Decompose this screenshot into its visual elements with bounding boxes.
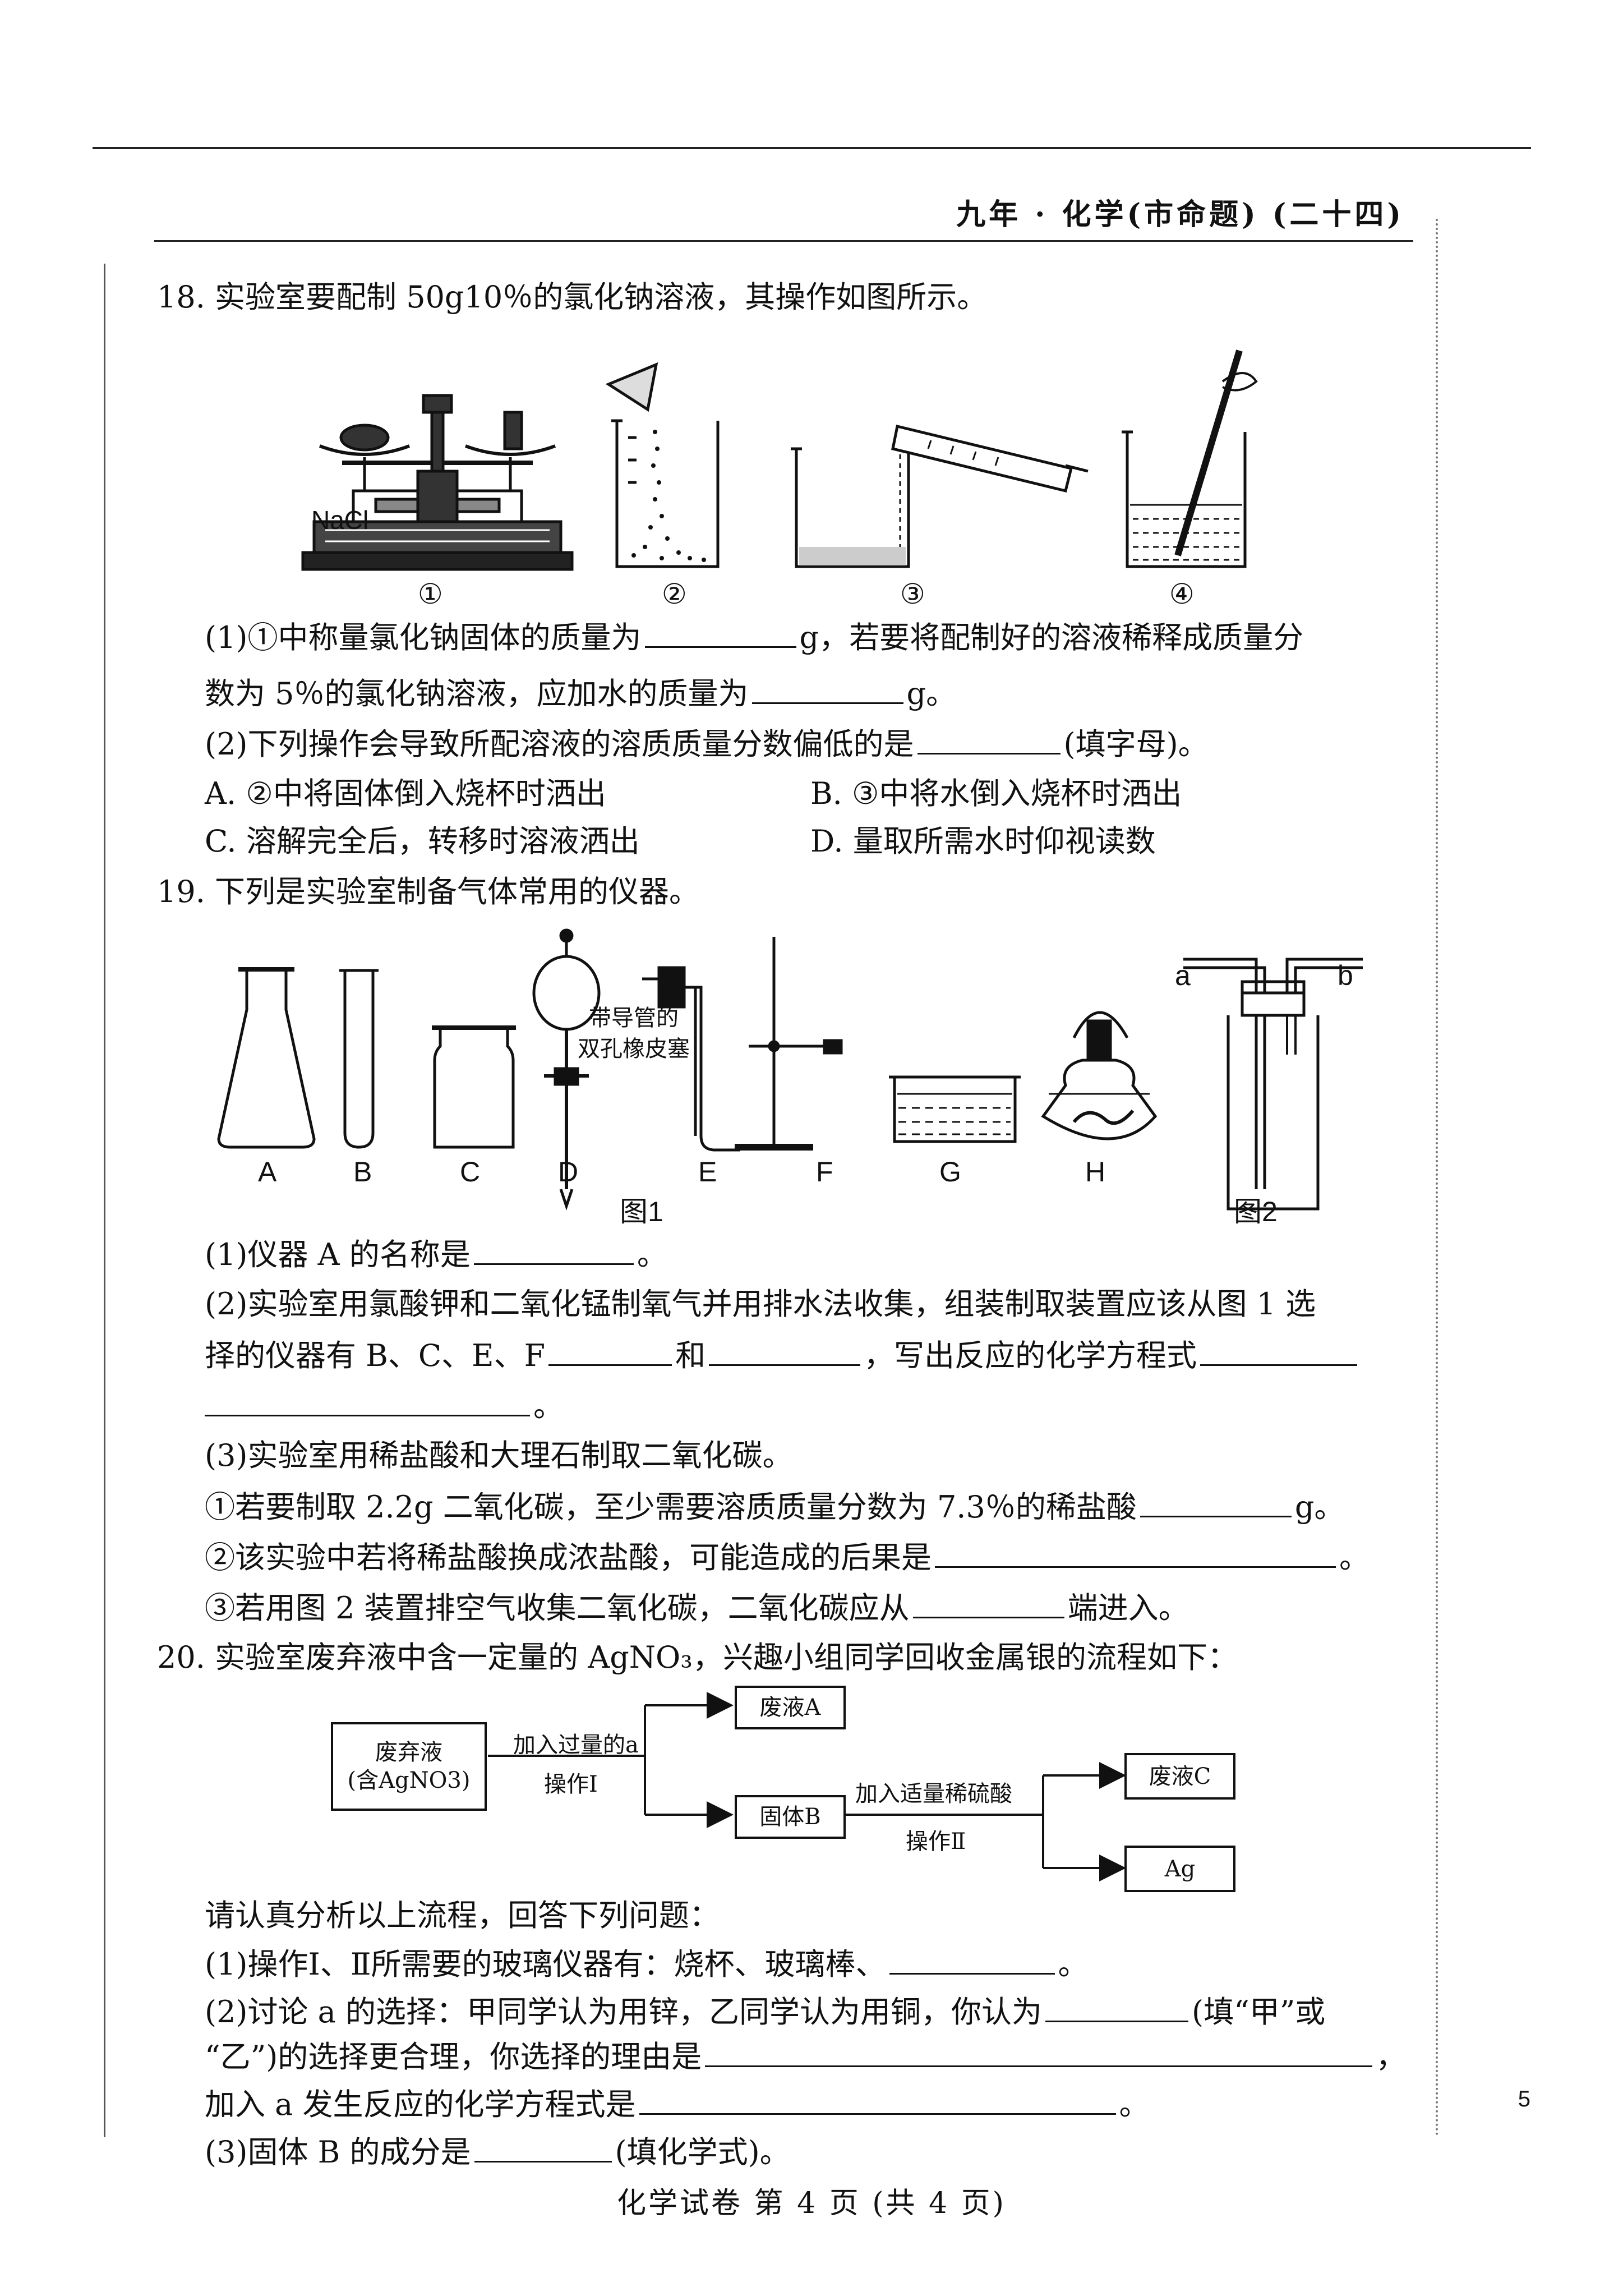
q19-part2-line1: (2)实验室用氯酸钾和二氧化锰制氧气并用排水法收集，组装制取装置应该从图 1 选 [205, 1286, 1316, 1322]
beaker-stir [1122, 349, 1258, 568]
q18-option-b: B. ③中将水倒入烧杯时洒出 [810, 776, 1182, 811]
q20-stem: 20. 实验室废弃液中含一定量的 AgNO₃，兴趣小组同学回收金属银的流程如下： [157, 1640, 1238, 1675]
q20-part2-line3: 加入 a 发生反应的化学方程式是。 [205, 2084, 1150, 2124]
q20-part2-line1: (2)讨论 a 的选择：甲同学认为用锌，乙同学认为用铜，你认为(填“甲”或 [205, 1991, 1325, 2032]
q19-part2-line3: 。 [205, 1386, 564, 1426]
answer-blank[interactable] [1200, 1335, 1358, 1366]
apparatus-d-label: D [558, 1156, 579, 1188]
q20-part1: (1)操作Ⅰ、Ⅱ所需要的玻璃仪器有：烧杯、玻璃棒、。 [205, 1944, 1089, 1984]
nacl-label: NaCl [311, 505, 369, 535]
answer-blank[interactable] [644, 617, 796, 648]
q19-part3-2: ②该实验中若将稀盐酸换成浓盐酸，可能造成的后果是。 [205, 1537, 1370, 1577]
answer-blank[interactable] [917, 724, 1061, 754]
apparatus-b-label: B [353, 1156, 372, 1188]
step-1-label: ① [418, 578, 443, 610]
port-a-label: a [1175, 960, 1191, 991]
q19-figure [217, 928, 1363, 1211]
figure-2-caption: 图2 [1234, 1196, 1278, 1227]
right-dotted-line [1436, 219, 1438, 2137]
answer-blank[interactable] [1140, 1487, 1292, 1517]
answer-blank[interactable] [548, 1335, 672, 1366]
flow-step1-reagent: 加入过量的a [513, 1732, 639, 1758]
q20-part3: (3)固体 B 的成分是(填化学式)。 [205, 2132, 790, 2172]
apparatus-h-label: H [1085, 1156, 1106, 1188]
answer-blank[interactable] [639, 2084, 1116, 2115]
answer-blank[interactable] [912, 1588, 1064, 1618]
q18-option-a: A. ②中将固体倒入烧杯时洒出 [205, 776, 606, 811]
conical-flask-shape [217, 970, 316, 1149]
apparatus-a-label: A [258, 1156, 277, 1188]
q18-part2: (2)下列操作会导致所配溶液的溶质质量分数偏低的是(填字母)。 [205, 724, 1209, 764]
step-4-label: ④ [1169, 578, 1195, 610]
answer-blank[interactable] [889, 1944, 1055, 1975]
left-margin-line [104, 264, 105, 2137]
footer: 化学试卷 第 4 页 (共 4 页) [617, 2187, 1006, 2220]
figure-1-caption: 图1 [620, 1196, 663, 1227]
stopper-label-line2: 双孔橡皮塞 [578, 1036, 690, 1062]
beaker-pour-solid [605, 362, 720, 568]
answer-blank[interactable] [205, 1386, 530, 1416]
q18-stem: 18. 实验室要配制 50g10％的氯化钠溶液，其操作如图所示。 [157, 279, 988, 315]
q19-part3-3: ③若用图 2 装置排空气收集二氧化碳，二氧化碳应从端进入。 [205, 1588, 1189, 1628]
beaker-pour-water [791, 424, 1089, 568]
answer-blank[interactable] [751, 673, 903, 704]
answer-blank[interactable] [1045, 1991, 1189, 2022]
top-rule [93, 147, 1531, 149]
flow-box-waste-liquid: 废弃液(含AgNO3) [331, 1722, 487, 1811]
q19-stem: 19. 下列是实验室制备气体常用的仪器。 [157, 874, 700, 909]
answer-blank[interactable] [935, 1537, 1336, 1568]
port-b-label: b [1338, 960, 1353, 991]
flow-step1-operation: 操作Ⅰ [544, 1772, 598, 1797]
answer-blank[interactable] [709, 1335, 861, 1366]
step-2-label: ② [662, 578, 687, 610]
page-number: 5 [1518, 2087, 1530, 2111]
balance-illustration [301, 394, 574, 571]
flow-box-silver: Ag [1124, 1846, 1235, 1892]
flow-box-solid-b: 固体B [735, 1795, 846, 1839]
answer-blank[interactable] [473, 1234, 634, 1265]
flow-box-liquid-c: 废液C [1124, 1753, 1235, 1800]
flow-step2-operation: 操作Ⅱ [906, 1829, 966, 1855]
step-3-label: ③ [900, 578, 925, 610]
q18-figure [301, 349, 1258, 571]
apparatus-e-label: E [698, 1156, 717, 1188]
q18-option-c: C. 溶解完全后，转移时溶液洒出 [205, 823, 640, 859]
apparatus-g-label: G [939, 1156, 961, 1188]
apparatus-c-label: C [460, 1156, 481, 1188]
flow-step2-reagent: 加入适量稀硫酸 [855, 1781, 1012, 1807]
apparatus-f-label: F [816, 1156, 833, 1188]
header-rule [154, 240, 1413, 242]
flow-box-liquid-a: 废液A [735, 1686, 846, 1729]
stopper-label-line1: 带导管的 [589, 1005, 679, 1031]
answer-blank[interactable] [705, 2036, 1373, 2067]
flow-arrows [488, 1692, 1126, 1881]
q18-option-d: D. 量取所需水时仰视读数 [810, 823, 1156, 859]
q19-part3: (3)实验室用稀盐酸和大理石制取二氧化碳。 [205, 1438, 793, 1473]
header-title: 九年 · 化学(市命题) (二十四) [956, 197, 1404, 232]
q20-intro: 请认真分析以上流程，回答下列问题： [205, 1898, 720, 1933]
q19-part1: (1)仪器 A 的名称是。 [205, 1234, 667, 1274]
q20-part2-line2: “乙”)的选择更合理，你选择的理由是， [205, 2036, 1406, 2077]
answer-blank[interactable] [474, 2132, 612, 2162]
